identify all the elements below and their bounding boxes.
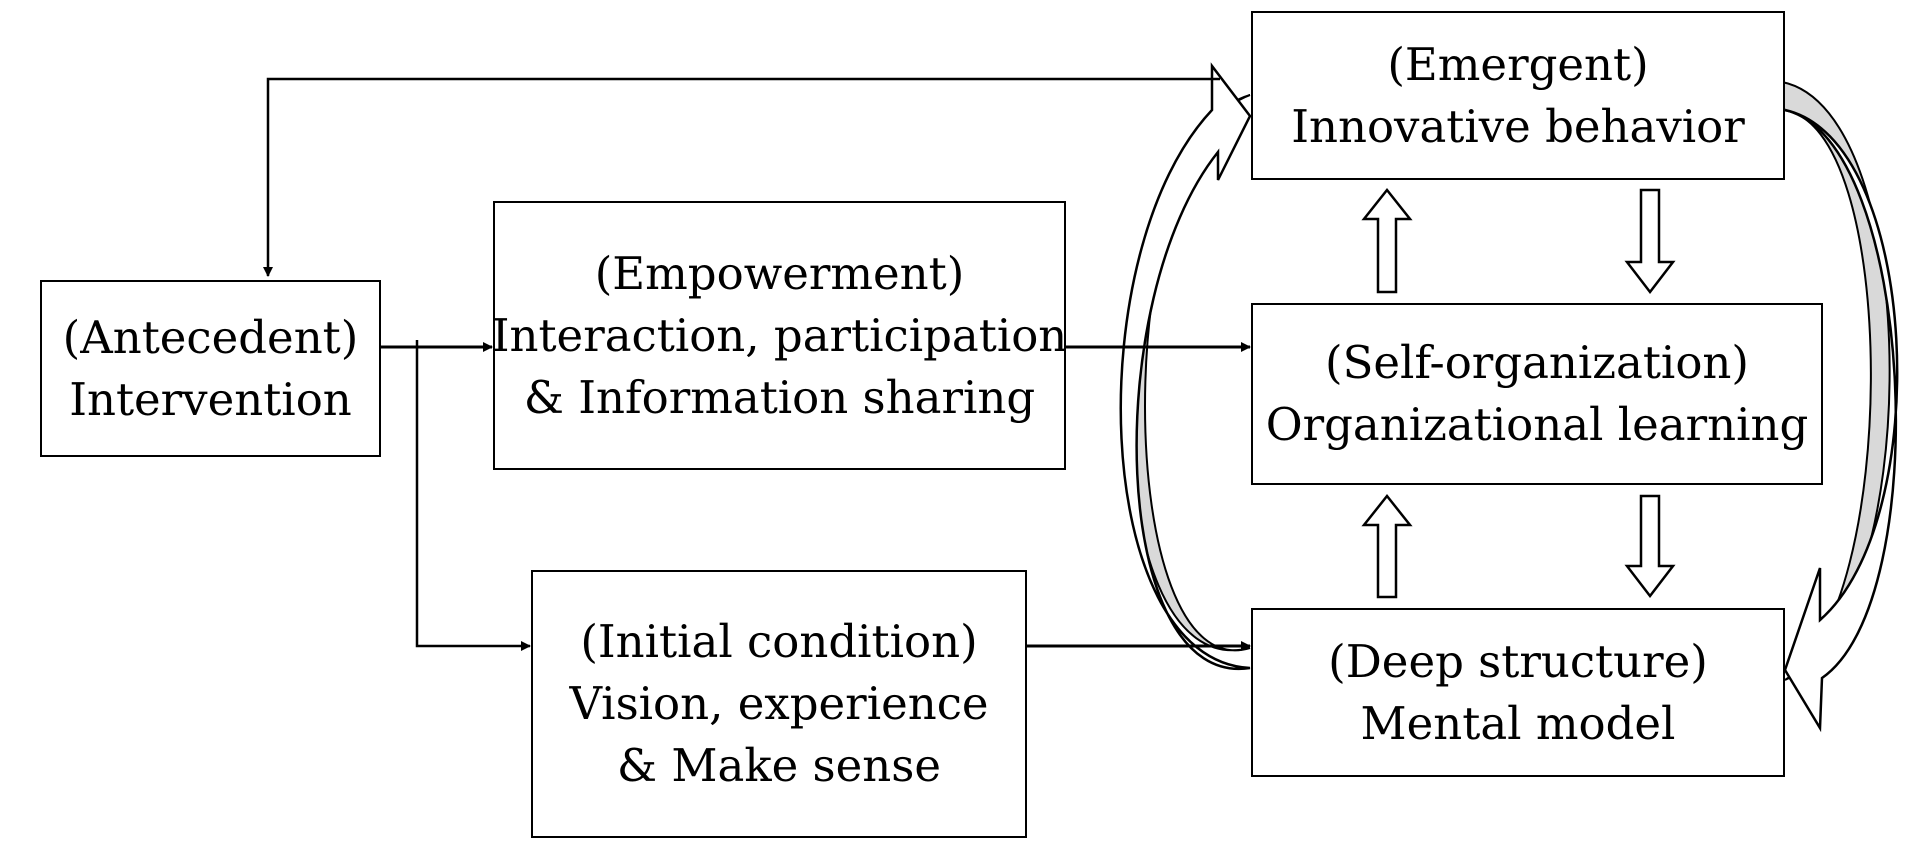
node-selforg-tag: (Self-organization) xyxy=(1325,336,1749,389)
node-deep-structure: (Deep structure) Mental model xyxy=(1251,608,1785,777)
node-selforg-label: Organizational learning xyxy=(1265,398,1809,451)
node-initial-tag: (Initial condition) xyxy=(580,615,978,668)
node-deep-tag: (Deep structure) xyxy=(1328,634,1708,688)
hollow-arrow-emergent-to-selforg xyxy=(1624,188,1676,295)
node-emergent-tag: (Emergent) xyxy=(1387,37,1649,91)
feedback-line-top xyxy=(263,77,1220,277)
node-initial-line1: Vision, experience xyxy=(569,677,989,730)
hollow-arrow-deep-to-selforg xyxy=(1361,493,1413,599)
node-empowerment: (Empowerment) Interaction, participation… xyxy=(493,201,1066,470)
node-initial-line2: & Make sense xyxy=(617,739,941,792)
hollow-arrow-selforg-to-deep xyxy=(1624,494,1676,599)
node-deep-label: Mental model xyxy=(1360,696,1676,750)
node-emergent-label: Innovative behavior xyxy=(1291,99,1745,153)
node-antecedent-label: Intervention xyxy=(69,372,352,426)
node-empowerment-tag: (Empowerment) xyxy=(594,246,965,300)
node-antecedent-tag: (Antecedent) xyxy=(62,310,359,364)
arrow-antecedent-initial xyxy=(415,340,531,651)
feedback-arrow-down xyxy=(1783,108,1899,733)
hollow-arrow-selforg-to-emergent xyxy=(1361,187,1413,294)
node-empowerment-line2: & Information sharing xyxy=(523,370,1036,424)
node-emergent: (Emergent) Innovative behavior xyxy=(1251,11,1785,180)
node-initial-condition: (Initial condition) Vision, experience &… xyxy=(531,570,1027,838)
node-self-organization: (Self-organization) Organizational learn… xyxy=(1251,303,1823,485)
feedback-arrow-up xyxy=(1119,62,1252,671)
node-antecedent: (Antecedent) Intervention xyxy=(40,280,381,457)
node-empowerment-line1: Interaction, participation xyxy=(493,308,1066,362)
